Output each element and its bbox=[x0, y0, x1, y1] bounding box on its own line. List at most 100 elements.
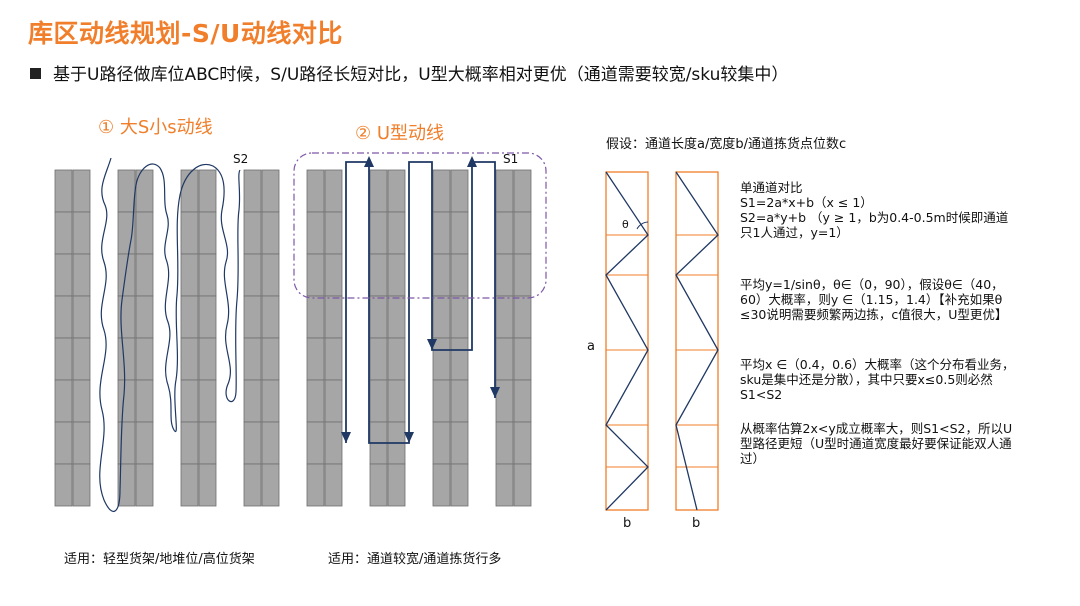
rack-cell bbox=[180, 379, 199, 423]
diagram2-applies: 适用：通道较宽/通道拣货行多 bbox=[328, 552, 502, 567]
rack-cell bbox=[243, 211, 262, 255]
note-conclusion: 从概率估算2x<y成立概率大，则S1<S2，所以U型路径更短（U型时通道宽度最好… bbox=[740, 421, 1015, 466]
rack-cell bbox=[261, 253, 280, 297]
rack-cell bbox=[495, 169, 514, 213]
label-a: a bbox=[587, 339, 595, 354]
rack-cell bbox=[369, 337, 388, 381]
rack-cell bbox=[432, 421, 451, 465]
u-route-path bbox=[345, 161, 496, 444]
rack-cell bbox=[369, 169, 388, 213]
rack-cell bbox=[72, 169, 91, 213]
rack-cell bbox=[432, 211, 451, 255]
rack-cell bbox=[513, 379, 532, 423]
rack-cell bbox=[513, 337, 532, 381]
rack-cell bbox=[306, 463, 325, 507]
rack-cell bbox=[387, 211, 406, 255]
rack-cell bbox=[450, 379, 469, 423]
rack-cell bbox=[324, 463, 343, 507]
rack-cell bbox=[369, 211, 388, 255]
rack-cell bbox=[243, 379, 262, 423]
rack-cell bbox=[495, 337, 514, 381]
aisle-outline bbox=[605, 171, 649, 511]
rack-cell bbox=[117, 337, 136, 381]
rack-cell bbox=[198, 421, 217, 465]
label-b-1: b bbox=[623, 516, 631, 531]
rack-cell bbox=[198, 211, 217, 255]
label-b-2: b bbox=[692, 516, 700, 531]
rack-cell bbox=[261, 169, 280, 213]
rack-cell bbox=[324, 379, 343, 423]
rack-cell bbox=[198, 295, 217, 339]
note-line: 平均y=1/sinθ，θ∈（0，90），假设θ∈（40，60）大概率，则y ∈（… bbox=[740, 277, 1008, 322]
rack-cell bbox=[324, 169, 343, 213]
rack-cell bbox=[450, 253, 469, 297]
label-s1: S1 bbox=[503, 152, 518, 166]
u-route-arrows bbox=[341, 156, 500, 443]
rack-cell bbox=[135, 421, 154, 465]
aisle-outline bbox=[675, 171, 719, 511]
rack-cell bbox=[306, 169, 325, 213]
rack-cell bbox=[198, 379, 217, 423]
rack-cell bbox=[495, 379, 514, 423]
rack-cell bbox=[261, 421, 280, 465]
rack-cell bbox=[306, 337, 325, 381]
rack-cell bbox=[198, 169, 217, 213]
rack-cell bbox=[261, 379, 280, 423]
rack-cell bbox=[495, 211, 514, 255]
bullet-text: 基于U路径做库位ABC时候，S/U路径长短对比，U型大概率相对更优（通道需要较宽… bbox=[53, 65, 789, 85]
page-title: 库区动线规划-S/U动线对比 bbox=[28, 19, 343, 48]
note-line: S2=a*y+b （y ≥ 1，b为0.4-0.5m时候即通道只1人通过，y=1… bbox=[740, 210, 1009, 240]
rack-cell bbox=[306, 421, 325, 465]
rack-grid bbox=[54, 169, 532, 507]
rack-cell bbox=[135, 379, 154, 423]
rack-cell bbox=[324, 421, 343, 465]
rack-cell bbox=[306, 295, 325, 339]
note-line: 从概率估算2x<y成立概率大，则S1<S2，所以U型路径更短（U型时通道宽度最好… bbox=[740, 421, 1013, 466]
note-single-aisle: 单通道对比 S1=2a*x+b（x ≤ 1） S2=a*y+b （y ≥ 1，b… bbox=[740, 180, 1015, 240]
rack-cell bbox=[72, 295, 91, 339]
rack-cell bbox=[180, 463, 199, 507]
rack-cell bbox=[135, 463, 154, 507]
rack-cell bbox=[513, 169, 532, 213]
rack-cell bbox=[306, 211, 325, 255]
rack-cell bbox=[513, 211, 532, 255]
rack-cell bbox=[369, 295, 388, 339]
rack-cell bbox=[180, 421, 199, 465]
arrow-icon bbox=[364, 156, 374, 167]
rack-cell bbox=[198, 337, 217, 381]
rack-cell bbox=[387, 379, 406, 423]
rack-cell bbox=[117, 379, 136, 423]
label-s2: S2 bbox=[233, 152, 248, 166]
rack-cell bbox=[117, 169, 136, 213]
rack-cell bbox=[54, 169, 73, 213]
rack-cell bbox=[450, 295, 469, 339]
arrow-icon bbox=[341, 432, 351, 443]
note-x-range: 平均x ∈（0.4，0.6）大概率（这个分布看业务，sku是集中还是分散），其中… bbox=[740, 357, 1015, 402]
rack-cell bbox=[180, 211, 199, 255]
rack-cell bbox=[513, 421, 532, 465]
rack-cell bbox=[513, 463, 532, 507]
rack-cell bbox=[135, 253, 154, 297]
rack-cell bbox=[450, 337, 469, 381]
theta-arc bbox=[636, 221, 649, 230]
rack-cell bbox=[54, 337, 73, 381]
rack-cell bbox=[450, 169, 469, 213]
s-route-path bbox=[99, 157, 241, 513]
rack-cell bbox=[432, 337, 451, 381]
rack-cell bbox=[54, 253, 73, 297]
aisle-ticks bbox=[676, 234, 718, 468]
rack-cell bbox=[135, 337, 154, 381]
arrow-icon bbox=[467, 156, 477, 167]
label-theta: θ bbox=[622, 218, 629, 231]
rack-cell bbox=[495, 463, 514, 507]
diagram1-applies: 适用：轻型货架/地堆位/高位货架 bbox=[64, 552, 255, 567]
rack-cell bbox=[243, 421, 262, 465]
rack-cell bbox=[495, 295, 514, 339]
note-theta: 平均y=1/sinθ，θ∈（0，90），假设θ∈（40，60）大概率，则y ∈（… bbox=[740, 277, 1015, 322]
note-line: 单通道对比 bbox=[740, 180, 803, 195]
aisle-diagram-1 bbox=[605, 171, 649, 511]
rack-cell bbox=[432, 169, 451, 213]
rack-cell bbox=[324, 337, 343, 381]
rack-cell bbox=[72, 463, 91, 507]
rack-cell bbox=[432, 295, 451, 339]
